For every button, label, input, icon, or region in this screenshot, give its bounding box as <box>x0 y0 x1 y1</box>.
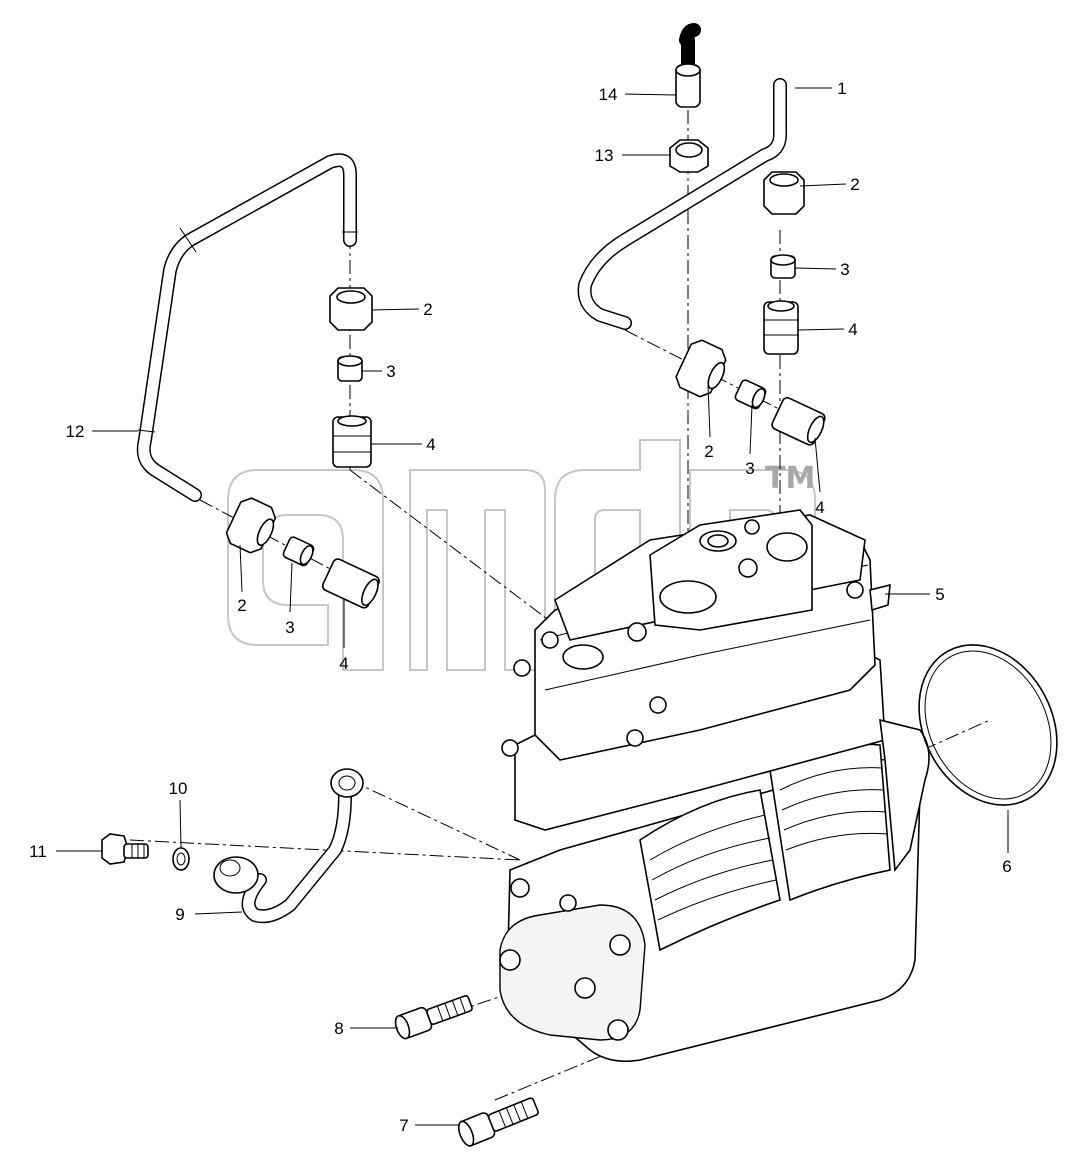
callout-3: 3 <box>840 260 849 279</box>
callout-13: 13 <box>595 146 614 165</box>
callout-11: 11 <box>29 842 47 861</box>
washer-10 <box>172 847 190 871</box>
leader-lines <box>56 87 1009 1126</box>
hose-14 <box>675 23 701 108</box>
fittings-left-top <box>329 287 373 468</box>
callout-2: 2 <box>704 442 713 461</box>
callout-2: 2 <box>850 175 859 194</box>
callout-6: 6 <box>1002 857 1011 876</box>
fittings-lower-left <box>225 497 380 609</box>
callout-9: 9 <box>175 905 184 924</box>
callout-2: 2 <box>237 596 246 615</box>
callout-3: 3 <box>386 362 395 381</box>
screw-8 <box>394 995 473 1040</box>
screw-7 <box>457 1097 539 1147</box>
callout-1: 1 <box>837 79 846 98</box>
pipe-12 <box>136 153 358 502</box>
callout-4: 4 <box>815 498 824 517</box>
callout-5: 5 <box>935 585 944 604</box>
pipe-1 <box>577 78 787 330</box>
callout-10: 10 <box>169 779 188 798</box>
callout-2: 2 <box>423 300 432 319</box>
callout-3: 3 <box>745 459 754 478</box>
callout-4: 4 <box>426 435 435 454</box>
o-ring-6 <box>918 644 1058 806</box>
callout-8: 8 <box>334 1019 343 1038</box>
callout-14: 14 <box>599 85 618 104</box>
callout-3: 3 <box>285 618 294 637</box>
oil-pipe-9 <box>213 768 364 924</box>
fittings-right-top <box>763 171 805 355</box>
callout-12: 12 <box>66 422 85 441</box>
fittings-middle <box>675 339 826 446</box>
compressor-body <box>499 509 930 1063</box>
callout-4: 4 <box>848 320 857 339</box>
callout-7: 7 <box>399 1116 408 1135</box>
bolt-11 <box>101 833 149 865</box>
nut-13 <box>669 139 709 173</box>
watermark-tm: TM <box>765 461 815 496</box>
callout-4: 4 <box>339 654 348 673</box>
